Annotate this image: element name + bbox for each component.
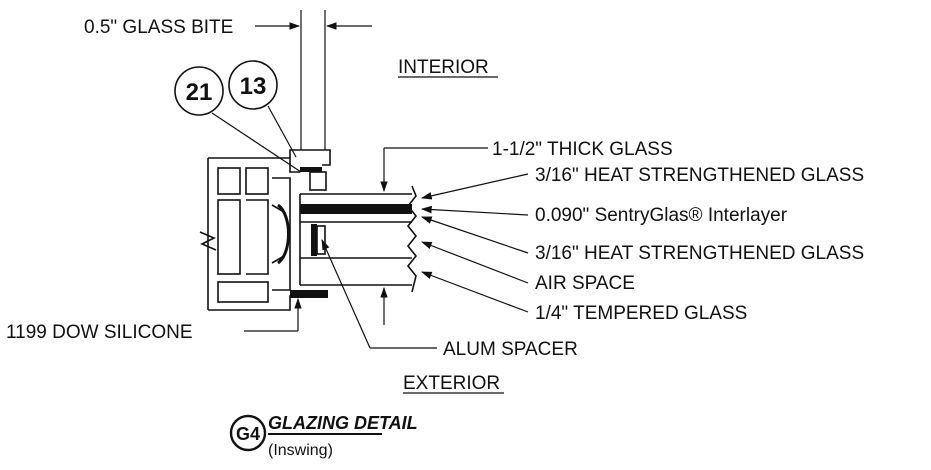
frame-chamber-3 (217, 199, 241, 275)
bubble-13-circle (228, 60, 278, 110)
thick-glass-label: 1-1/2" THICK GLASS (492, 139, 673, 160)
bubble-13-leader (267, 105, 297, 158)
callout-bubble-13: 13 (228, 60, 297, 158)
hs-glass-top-label: 3/16" HEAT STRENGTHENED GLASS (535, 165, 864, 186)
detail-subtitle: (Inswing) (268, 442, 333, 459)
spacer-leader-diag (321, 239, 371, 349)
alum-spacer-body (316, 225, 326, 255)
glazing-stop (289, 149, 331, 166)
frame-break-line (199, 231, 217, 251)
hs-glass-bottom-label: 3/16" HEAT STRENGTHENED GLASS (535, 243, 864, 264)
tempered-glass-label: 1/4" TEMPERED GLASS (535, 303, 747, 324)
stop-gasket-top (300, 167, 322, 172)
thickness-dimension: 1-1/2" THICK GLASS (380, 139, 673, 325)
silicone-label: 1199 DOW SILICONE (6, 322, 193, 343)
bubble-21-circle (174, 66, 224, 116)
silicone-callout: 1199 DOW SILICONE (6, 297, 302, 343)
bubble-13-text: 13 (240, 73, 267, 100)
tempered-leader (420, 271, 529, 313)
alum-spacer-bar (311, 224, 317, 256)
hs-bottom-leader (420, 216, 529, 254)
silicone-bead (290, 290, 328, 298)
spacer-label: ALUM SPACER (443, 339, 578, 360)
frame-gasket-lips (271, 204, 285, 264)
bubble-21-leader (211, 112, 302, 173)
glass-unit (299, 185, 418, 293)
detail-title-block: G4 GLAZING DETAIL (Inswing) (229, 413, 418, 459)
air-space-label: AIR SPACE (535, 273, 635, 294)
interlayer-band (300, 204, 412, 214)
frame-section (199, 149, 331, 311)
air-space-leader (420, 241, 529, 284)
glass-break-line (406, 185, 418, 293)
glass-bite-label: 0.5" GLASS BITE (84, 17, 233, 38)
glass-bite-dimension: 0.5" GLASS BITE (84, 10, 372, 150)
bubble-21-text: 21 (186, 79, 213, 106)
layer-callouts: 3/16" HEAT STRENGTHENED GLASS 0.090" Sen… (420, 165, 864, 324)
interior-label: INTERIOR (398, 57, 489, 78)
frame-top-edge (208, 157, 300, 173)
frame-chamber-4 (217, 281, 269, 303)
frame-chamber-2 (245, 167, 269, 195)
interlayer-leader (420, 205, 529, 216)
interlayer-label: 0.090" SentryGlas® Interlayer (535, 205, 788, 226)
frame-chamber-1 (217, 167, 241, 195)
frame-gasket-curve (276, 203, 290, 265)
frame-web (246, 199, 269, 275)
hs-top-leader (420, 173, 529, 200)
exterior-label: EXTERIOR (403, 373, 500, 394)
detail-tag-text: G4 (236, 424, 260, 444)
setting-block (309, 171, 327, 191)
detail-tag-circle (229, 414, 267, 452)
spacer-callout: ALUM SPACER (321, 239, 578, 360)
detail-title: GLAZING DETAIL (268, 413, 418, 433)
callout-bubble-21: 21 (174, 66, 302, 173)
frame-bottom-edge (208, 295, 300, 311)
